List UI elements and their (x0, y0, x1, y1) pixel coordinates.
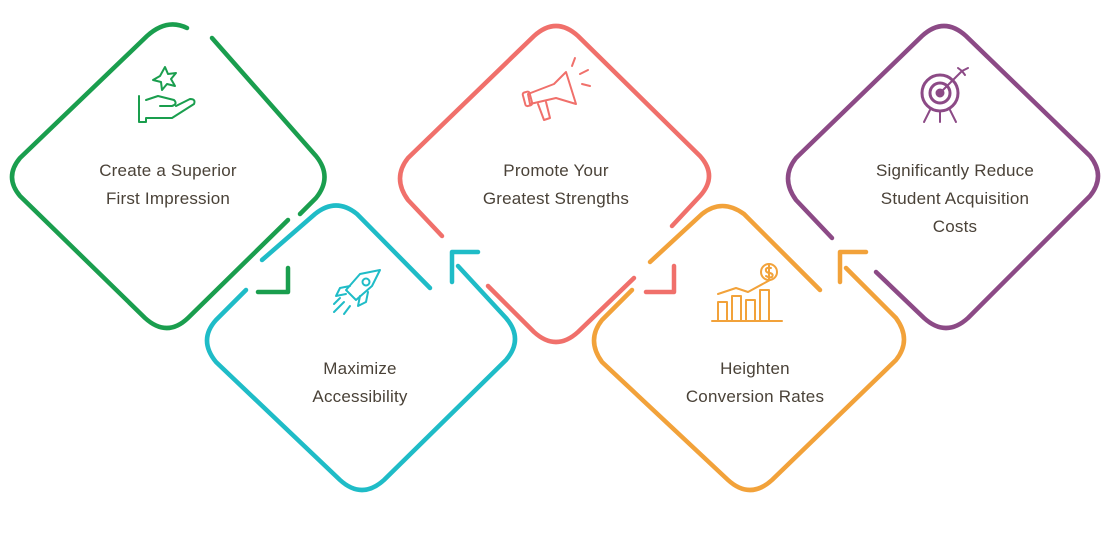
step-3-diamond (397, 23, 712, 345)
step-1-label-line1: Create a Superior (99, 161, 237, 180)
arrow-2-to-3 (449, 249, 481, 285)
step-4-label-line1: Heighten (720, 359, 790, 378)
step-2-label-line2: Accessibility (312, 387, 408, 406)
step-5-label-line1: Significantly Reduce (875, 161, 1035, 180)
step-1-label-line2: First Impression (105, 189, 231, 208)
step-2-diamond (204, 203, 518, 493)
step-3-label: Promote Your Greatest Strengths (446, 157, 666, 213)
arrow-4-to-5 (837, 249, 869, 285)
step-5-diamond (785, 23, 1101, 331)
step-2-label-line1: Maximize (323, 359, 397, 378)
step-3-label-line2: Greatest Strengths (482, 189, 630, 208)
megaphone-icon (521, 57, 591, 121)
step-4-label-line2: Conversion Rates (685, 387, 825, 406)
step-1-label: Create a Superior First Impression (58, 157, 278, 213)
hand-star-icon (138, 66, 196, 123)
step-5-label-line2: Student Acquisition (880, 189, 1030, 208)
step-4-diamond (591, 203, 907, 493)
rocket-icon (333, 269, 381, 315)
chart-dollar-icon (711, 263, 783, 322)
step-3-label-line1: Promote Your (503, 161, 609, 180)
step-2-label: Maximize Accessibility (250, 355, 470, 411)
step-5-label: Significantly Reduce Student Acquisition… (845, 157, 1065, 241)
arrow-1-to-2 (255, 265, 291, 295)
arrow-3-to-4 (643, 263, 677, 295)
step-4-label: Heighten Conversion Rates (645, 355, 865, 411)
step-5-label-line3: Costs (932, 217, 978, 236)
step-1-diamond (9, 22, 327, 331)
target-icon (920, 67, 969, 123)
